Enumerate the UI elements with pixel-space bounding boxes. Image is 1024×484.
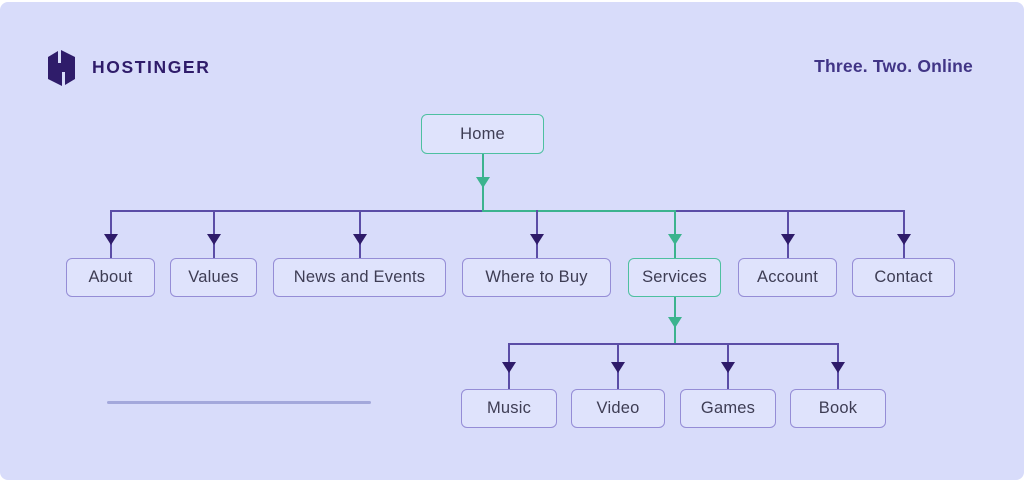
- arrow-drop-where-to-buy: [529, 234, 544, 245]
- node-label: About: [88, 268, 133, 286]
- node-label: Games: [700, 399, 756, 417]
- arrow-drop-book: [831, 362, 845, 373]
- arrow-drop-services: [667, 234, 682, 245]
- brand-tagline: Three. Two. Online: [814, 56, 973, 76]
- node-account: Account: [738, 258, 837, 297]
- node-label: Home: [460, 124, 505, 143]
- node-label: Services: [642, 268, 707, 286]
- node-label: Values: [188, 268, 239, 286]
- arrow-drop-values: [206, 234, 221, 245]
- node-label: Book: [818, 399, 858, 417]
- arrow-drop-contact: [896, 234, 911, 245]
- node-label: Account: [756, 268, 819, 286]
- divider-line: [107, 401, 371, 404]
- brand-name: HOSTINGER: [92, 57, 211, 77]
- arrow-drop-about: [103, 234, 118, 245]
- arrow-drop-news-and-events: [352, 234, 367, 245]
- arrow-home-down: [475, 177, 490, 188]
- node-label: Music: [486, 399, 532, 417]
- connector-bus1-left: [110, 210, 483, 212]
- node-where-to-buy: Where to Buy: [462, 258, 611, 297]
- node-label: Contact: [874, 268, 933, 286]
- node-label: News and Events: [293, 268, 426, 286]
- node-values: Values: [170, 258, 257, 297]
- node-video: Video: [571, 389, 665, 428]
- connector-bus1-green: [481, 210, 676, 212]
- connector-bus1-right: [674, 210, 904, 212]
- node-label: Where to Buy: [485, 268, 588, 286]
- arrow-services-down: [667, 317, 682, 328]
- node-music: Music: [461, 389, 557, 428]
- node-contact: Contact: [852, 258, 955, 297]
- node-home: Home: [421, 114, 544, 154]
- node-label: Video: [596, 399, 640, 417]
- arrow-drop-account: [780, 234, 795, 245]
- arrow-drop-games: [721, 362, 735, 373]
- node-book: Book: [790, 389, 886, 428]
- node-services: Services: [628, 258, 721, 297]
- arrow-drop-video: [611, 362, 625, 373]
- connector-bus2: [509, 343, 838, 345]
- hostinger-h-logo-icon: [48, 50, 75, 86]
- node-games: Games: [680, 389, 776, 428]
- arrow-drop-music: [502, 362, 516, 373]
- node-news-and-events: News and Events: [273, 258, 446, 297]
- node-about: About: [66, 258, 155, 297]
